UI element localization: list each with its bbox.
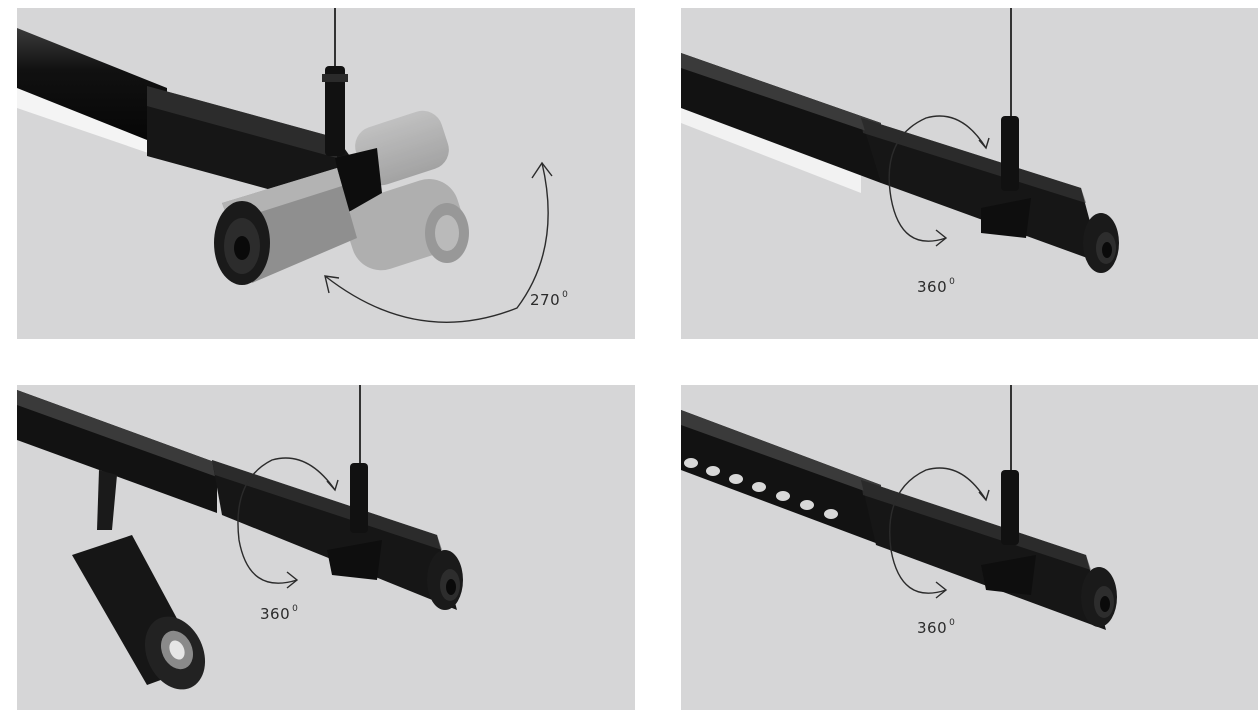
angle-unit: 0: [562, 290, 569, 300]
rotation-arrow-icon: [888, 115, 990, 247]
angle-unit: 0: [292, 604, 299, 614]
diffuser-strip: [681, 103, 861, 193]
rotation-arrow-icon: [324, 162, 549, 323]
angle-unit: 0: [949, 618, 956, 628]
lens-dot-row: [684, 458, 838, 519]
spotlight-accessory: [72, 470, 206, 690]
tube-end-cap: [427, 550, 463, 610]
angle-unit: 0: [949, 277, 956, 287]
tube-main: [681, 53, 881, 183]
tube-main: [17, 28, 167, 148]
angle-value: 270: [530, 291, 561, 309]
fixture-illustration: [681, 8, 1119, 273]
connector-stem: [1001, 116, 1019, 191]
connector-stem: [325, 66, 345, 156]
connector-stem: [350, 463, 368, 533]
tube-end-cap: [1083, 213, 1119, 273]
angle-value: 360: [260, 605, 291, 623]
rotation-arrow-icon: [889, 467, 990, 599]
tube-end-cap: [1081, 567, 1117, 627]
fixture-illustration: [17, 8, 553, 323]
rotation-arrow-icon: [237, 457, 339, 589]
angle-value: 360: [917, 619, 948, 637]
fixture-illustration: [681, 385, 1117, 630]
active-spotlight: [214, 168, 357, 285]
connector-stem: [1001, 470, 1019, 545]
angle-value: 360: [917, 278, 948, 296]
fixture-illustration: [17, 385, 463, 690]
